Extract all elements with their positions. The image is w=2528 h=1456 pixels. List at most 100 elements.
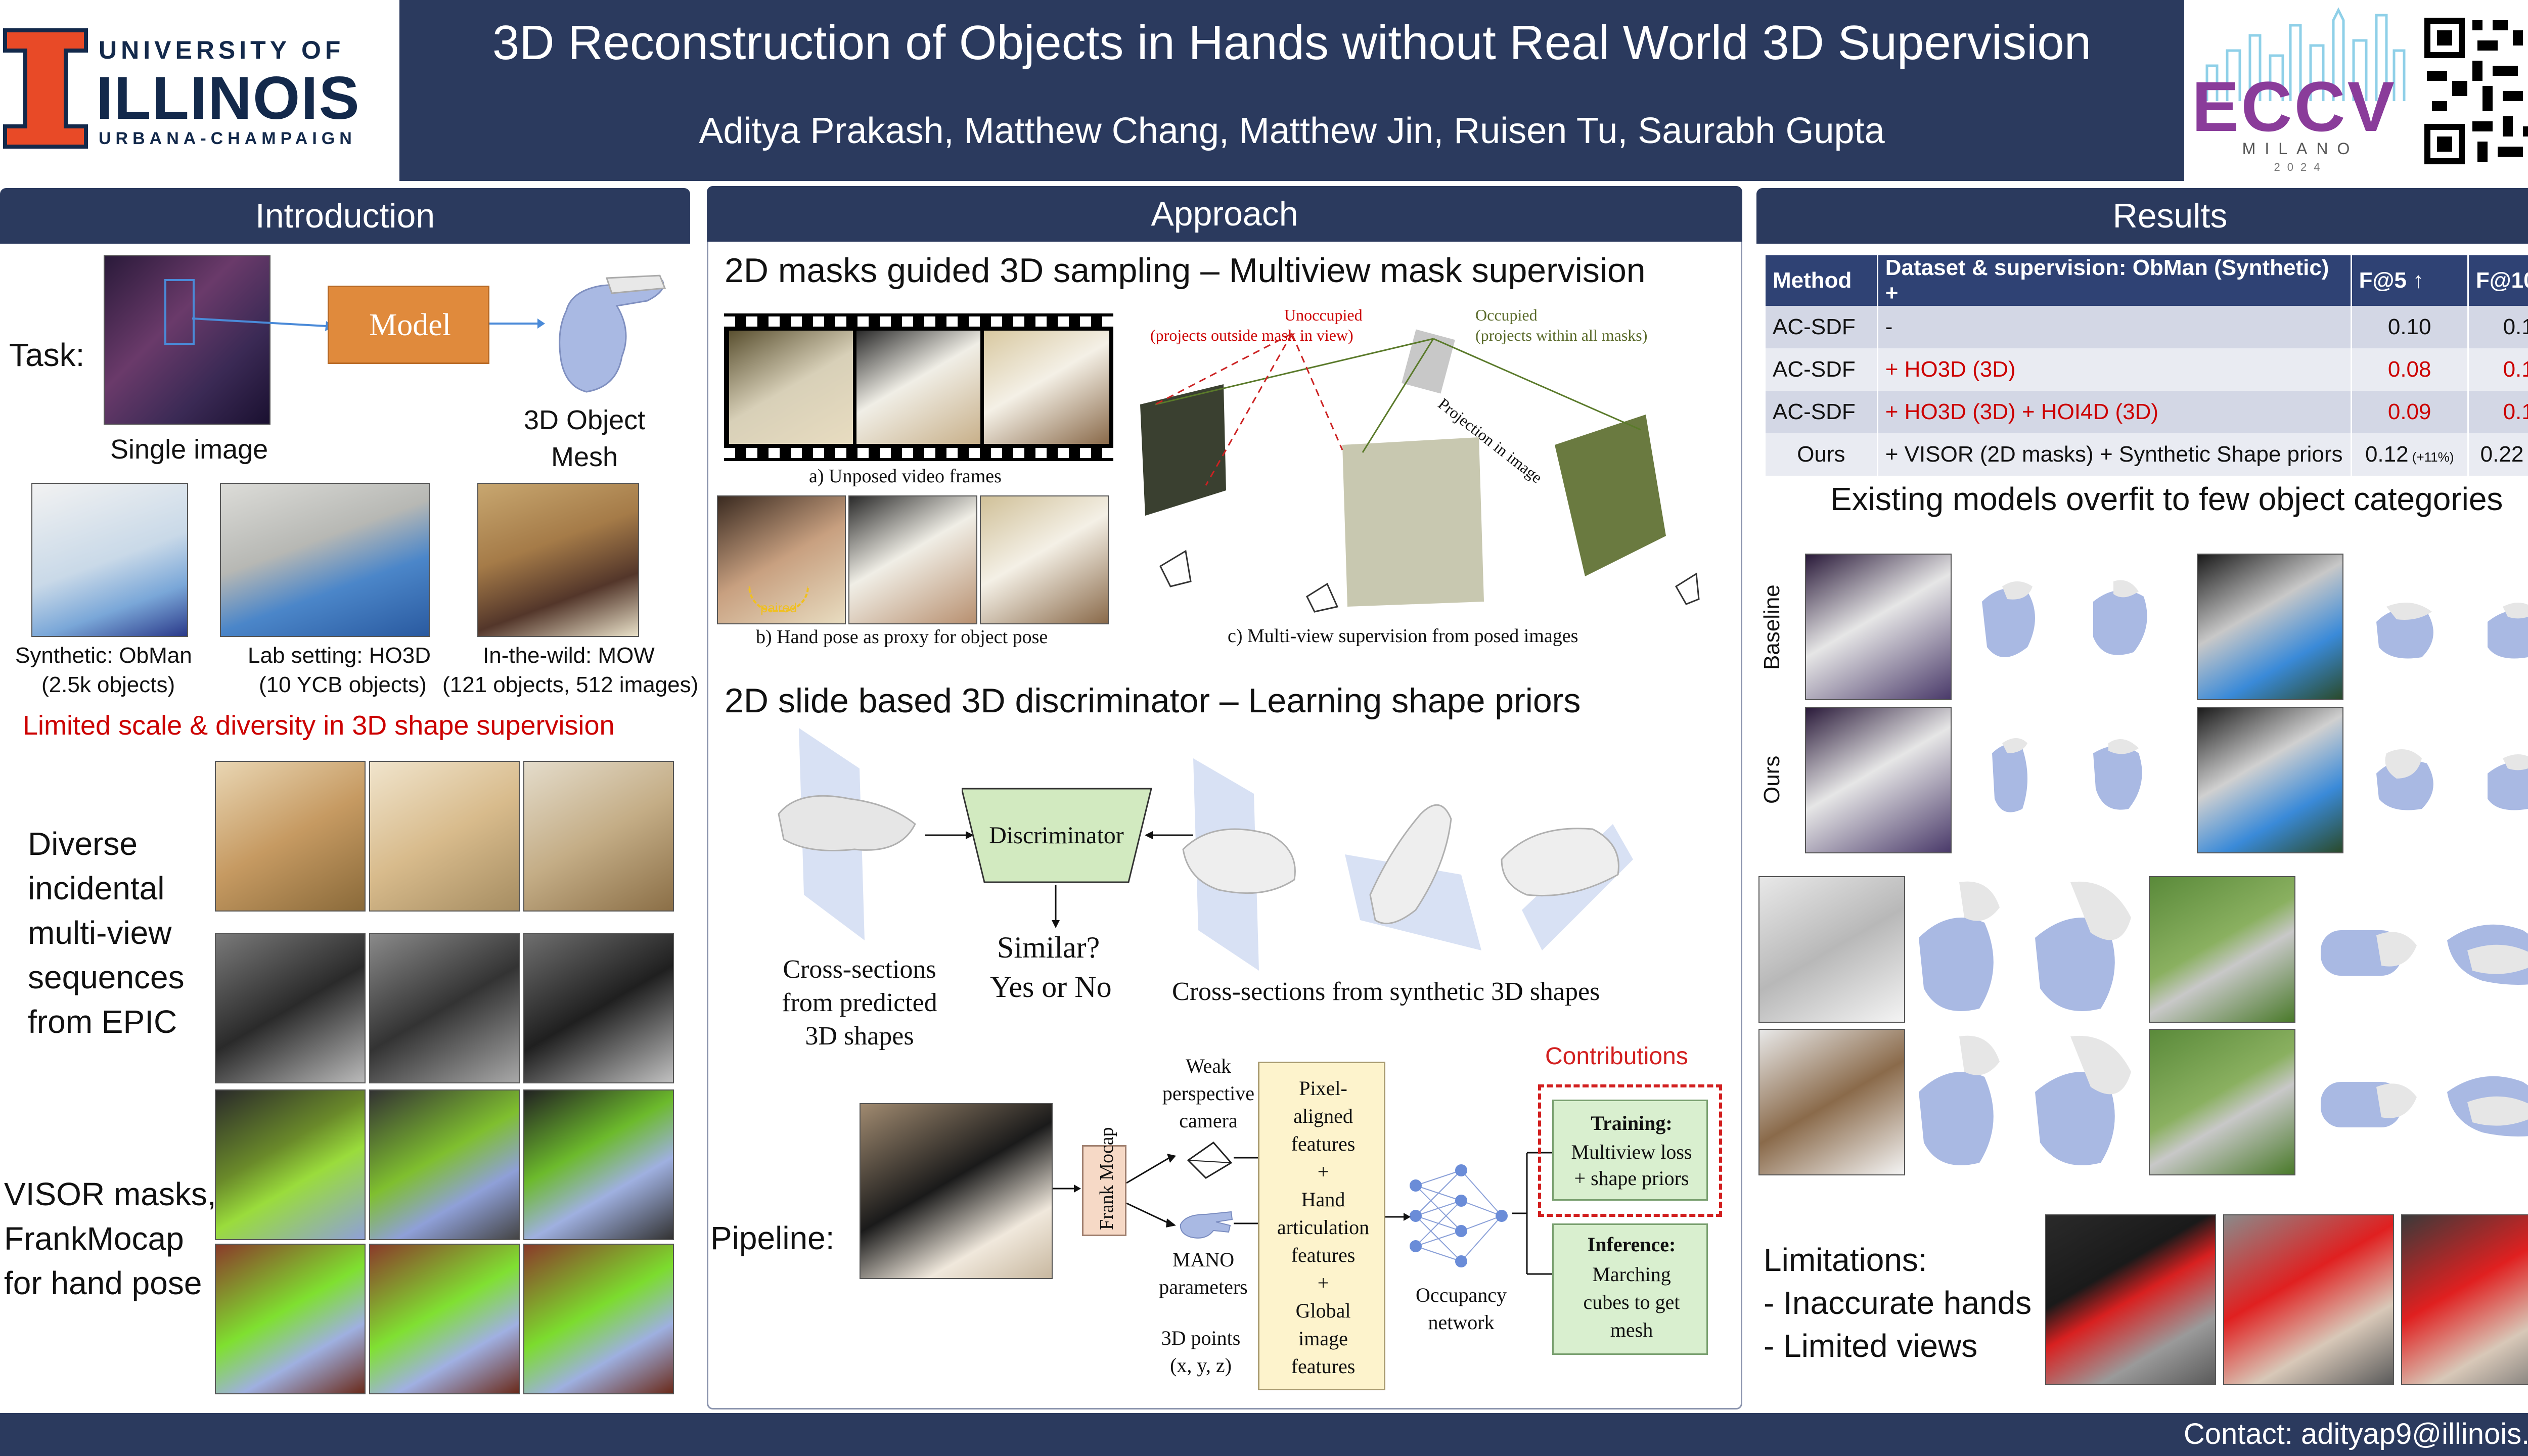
weak-camera-line: perspective xyxy=(1162,1082,1255,1105)
table-row: AC-SDF-0.100.19 xyxy=(1766,306,2528,348)
training-title: Training: xyxy=(1591,1112,1673,1134)
visor-frame-1 xyxy=(215,1089,366,1240)
qual-input-6 xyxy=(1758,1029,1905,1175)
points-text: 3D points(x, y, z) xyxy=(1140,1325,1261,1379)
cell-dataset: + HO3D (3D) + HOI4D (3D) xyxy=(1877,391,2352,433)
cross-synth-label: Cross-sections from synthetic 3D shapes xyxy=(1172,977,1600,1006)
pipeline-net-arrow xyxy=(1385,1213,1411,1221)
qual-input-7 xyxy=(2149,876,2295,1023)
gain-badge: (+11%) xyxy=(2523,449,2528,465)
skyline-icon xyxy=(2205,7,2406,101)
dataset-ho3d-l1: Lab setting: HO3D xyxy=(248,643,431,668)
dataset-ho3d-l2: (10 YCB objects) xyxy=(259,672,427,697)
features-line: features xyxy=(1291,1132,1356,1155)
contributions-label: Contributions xyxy=(1545,1043,1688,1070)
diverse-line: Diverse xyxy=(28,826,138,862)
training-text: Multiview loss+ shape priors xyxy=(1554,1139,1709,1192)
task-arrow-1 xyxy=(192,317,334,331)
inference-line: Marching xyxy=(1592,1263,1671,1286)
eccv-year: 2024 xyxy=(2274,161,2327,173)
caption-a: a) Unposed video frames xyxy=(809,466,1002,487)
limitation-photo-2 xyxy=(2223,1214,2394,1385)
visor-frame-3 xyxy=(523,1089,674,1240)
features-line: + xyxy=(1317,1160,1329,1183)
occupied-sub: (projects within all masks) xyxy=(1475,326,1648,344)
title-banner xyxy=(399,0,2184,181)
contact-email[interactable]: Contact: adityap9@illinois.edu xyxy=(2183,1418,2528,1450)
visor-frame-6 xyxy=(523,1244,674,1394)
cell-f10: 0.19 xyxy=(2468,391,2528,433)
dataset-photo-mow xyxy=(477,483,639,637)
mano-line: parameters xyxy=(1159,1276,1248,1298)
visor-frame-5 xyxy=(369,1244,520,1394)
synthetic-crosssection-icons xyxy=(1182,758,1633,971)
qual-input-8 xyxy=(2149,1029,2295,1175)
qual-ours-meshes-2 xyxy=(2376,749,2528,810)
single-image-label: Single image xyxy=(110,434,268,465)
qual-input-3 xyxy=(2197,554,2343,700)
section1-title: 2D masks guided 3D sampling – Multiview … xyxy=(725,251,1646,290)
logo-word-main: ILLINOIS xyxy=(96,64,360,132)
table-row: AC-SDF+ HO3D (3D) + HOI4D (3D)0.090.19 xyxy=(1766,391,2528,433)
qr-code-icon xyxy=(2422,15,2528,167)
film-frame-1 xyxy=(729,331,853,444)
poster-title: 3D Reconstruction of Objects in Hands wi… xyxy=(492,16,2092,70)
camera-icon xyxy=(1187,1141,1233,1179)
weak-camera-line: camera xyxy=(1179,1109,1238,1132)
limitation-photo-3 xyxy=(2401,1214,2528,1385)
visor-line: VISOR masks, xyxy=(4,1176,216,1212)
visor-frame-4 xyxy=(215,1244,366,1394)
epic-frame-3 xyxy=(523,761,674,912)
film-frame-3 xyxy=(984,331,1109,444)
weak-camera-line: Weak xyxy=(1185,1055,1232,1077)
col-dataset: Dataset & supervision: ObMan (Synthetic)… xyxy=(1877,255,2352,306)
limitations-title: Limitations: xyxy=(1764,1242,1927,1278)
cell-f10-value: 0.19 xyxy=(2503,399,2528,424)
unoccupied-title: Unoccupied xyxy=(1284,306,1363,324)
overfit-caption: Existing models overfit to few object ca… xyxy=(1830,481,2503,517)
cell-f5: 0.12 (+11%) xyxy=(2351,433,2469,476)
qual-ours-meshes-1 xyxy=(1992,738,2142,812)
inference-line: cubes to get xyxy=(1583,1291,1680,1313)
predicted-crosssection-icon xyxy=(778,728,916,940)
cell-method: AC-SDF xyxy=(1766,348,1878,391)
handpose-frame-3 xyxy=(980,495,1109,624)
qual-input-4 xyxy=(2197,707,2343,853)
features-line: Hand xyxy=(1301,1188,1345,1211)
results-table-header: Method Dataset & supervision: ObMan (Syn… xyxy=(1766,255,2528,306)
discriminator-trapezoid xyxy=(962,788,1152,883)
features-line: articulation xyxy=(1277,1216,1370,1239)
handpose-frame-1: paired xyxy=(717,495,846,624)
features-line: Pixel- xyxy=(1299,1077,1347,1100)
qual-meshes-row3 xyxy=(1919,881,2131,1011)
cell-f10-value: 0.22 xyxy=(2480,442,2524,467)
dataset-mow-l1: In-the-wild: MOW xyxy=(483,643,655,668)
film-sprockets-bottom xyxy=(724,448,1113,458)
cell-f10-value: 0.15 xyxy=(2503,357,2528,382)
weak-camera-text: Weak perspective camera xyxy=(1158,1053,1259,1134)
task-label: Task: xyxy=(9,337,85,373)
pipeline-branch-arrows xyxy=(1126,1154,1176,1227)
cell-f10: 0.19 xyxy=(2468,306,2528,348)
features-line: Global xyxy=(1295,1299,1351,1322)
training-box: Training: Multiview loss+ shape priors xyxy=(1552,1100,1708,1201)
qual-meshes-row4b xyxy=(2321,1076,2528,1136)
pipeline-label: Pipeline: xyxy=(710,1220,835,1256)
similar-label-1: Similar? xyxy=(997,931,1100,964)
caption-c: c) Multi-view supervision from posed ima… xyxy=(1228,625,1578,647)
col-method: Method xyxy=(1766,255,1878,306)
dataset-photo-ho3d xyxy=(220,483,430,637)
handpose-frame-2 xyxy=(848,495,977,624)
caption-b: b) Hand pose as proxy for object pose xyxy=(756,626,1048,648)
training-line: Multiview loss xyxy=(1571,1141,1692,1163)
epic-frame-4 xyxy=(215,933,366,1083)
multiview-diagram xyxy=(1140,329,1700,613)
qr-code[interactable]: bitly xyxy=(2422,15,2528,167)
qual-baseline-meshes-1 xyxy=(1982,580,2147,657)
